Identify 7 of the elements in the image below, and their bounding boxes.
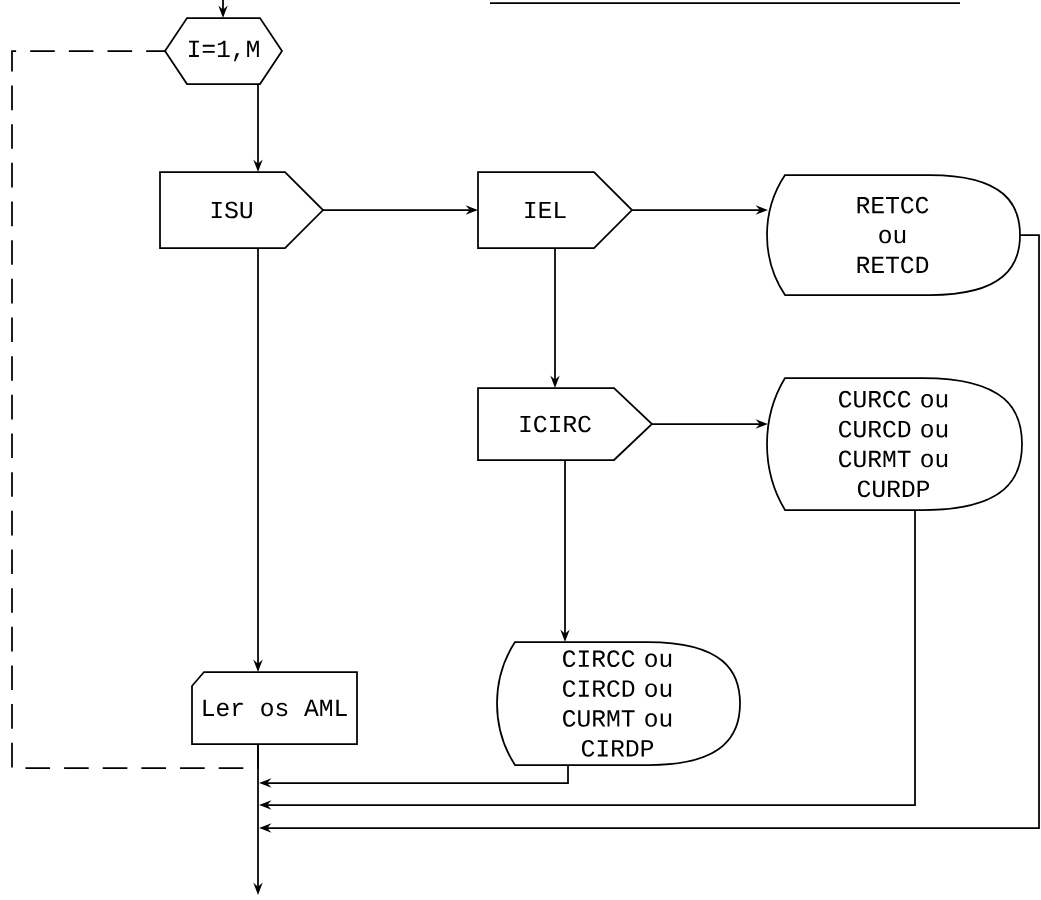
branch-box: ISU <box>159 171 325 249</box>
branch-box: ICIRC <box>477 387 654 461</box>
display-box: RETCC ou RETCD <box>766 174 1021 296</box>
input-card: Ler os AML <box>191 671 358 745</box>
display-box: CURCC ou CURCD ou CURMT ou CURDP <box>766 377 1023 511</box>
branch-box: IEL <box>477 171 634 249</box>
display-box: CIRCC ou CIRCD ou CURMT ou CIRDP <box>496 641 741 766</box>
